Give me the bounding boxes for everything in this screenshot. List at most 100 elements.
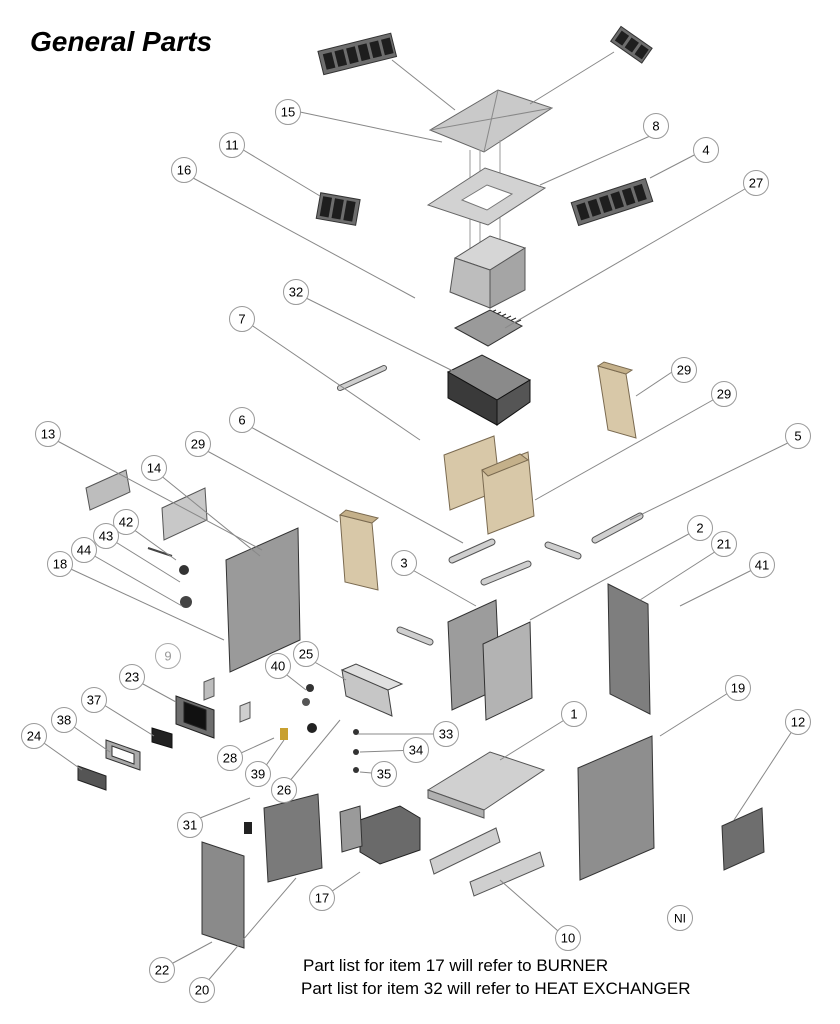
leader-line-15 — [401, 563, 477, 607]
callout-5: 5 — [785, 423, 811, 449]
callout-label: 42 — [119, 515, 133, 530]
leader-line-11 — [635, 371, 673, 397]
leader-line-10 — [243, 319, 421, 441]
small-part-9 — [203, 677, 215, 701]
callout-16: 16 — [171, 157, 197, 183]
callout-label: 40 — [271, 659, 285, 674]
callout-19: 19 — [725, 675, 751, 701]
leader-line-19 — [47, 435, 263, 551]
callout-label: 33 — [439, 727, 453, 742]
leader-line-25 — [83, 549, 183, 607]
callout-8: 8 — [643, 113, 669, 139]
top-grille-left — [317, 32, 398, 76]
leader-line-39 — [659, 687, 737, 737]
callout-29: 29 — [711, 381, 737, 407]
callout-29: 29 — [185, 431, 211, 457]
callout-label: 44 — [77, 543, 91, 558]
callout-20: 20 — [189, 977, 215, 1003]
callout-label: 34 — [409, 743, 423, 758]
callout-label: 35 — [377, 767, 391, 782]
callout-label: 23 — [125, 670, 139, 685]
screw-40 — [306, 684, 314, 692]
callout-label: 1 — [570, 707, 577, 722]
side-grille-left — [315, 192, 361, 226]
callout-33: 33 — [433, 721, 459, 747]
callout-4: 4 — [693, 137, 719, 163]
leader-line-14 — [237, 419, 464, 544]
callout-label: 18 — [53, 557, 67, 572]
callout-29: 29 — [671, 357, 697, 383]
leader-line-45 — [199, 877, 297, 991]
leader-line-22 — [59, 563, 225, 641]
screw-34 — [353, 749, 359, 755]
callout-26: 26 — [271, 777, 297, 803]
callout-10: 10 — [555, 925, 581, 951]
callout-label: 14 — [147, 461, 161, 476]
callout-label: 43 — [99, 529, 113, 544]
leader-line-6 — [239, 147, 321, 197]
callout-label: 10 — [561, 931, 575, 946]
callout-40: 40 — [265, 653, 291, 679]
note-heat-exchanger: Part list for item 32 will refer to HEAT… — [301, 979, 691, 998]
insulation-panel-right — [597, 365, 637, 439]
leader-line-38 — [499, 713, 575, 761]
callout-27: 27 — [743, 170, 769, 196]
callout-label: 16 — [177, 163, 191, 178]
page-title: General Parts — [30, 26, 213, 57]
switch-37 — [151, 727, 173, 749]
leader-line-27 — [95, 699, 155, 737]
callout-label: 37 — [87, 693, 101, 708]
leader-line-34 — [283, 719, 341, 789]
callouts-layer: 1234567891011121314151617181920212223242… — [21, 99, 811, 1003]
callout-label: 19 — [731, 681, 745, 696]
insulation-panel-left — [339, 514, 379, 591]
leader-line-43 — [499, 879, 567, 939]
callout-43: 43 — [93, 523, 119, 549]
leader-line-13 — [629, 437, 799, 521]
callout-NI: NI — [667, 905, 693, 931]
callout-label: 32 — [289, 285, 303, 300]
callout-31: 31 — [177, 812, 203, 838]
leader-lines-layer — [33, 51, 799, 991]
callout-label: 21 — [717, 537, 731, 552]
callout-label: 20 — [195, 983, 209, 998]
callout-label: 4 — [702, 143, 709, 158]
callout-28: 28 — [217, 745, 243, 771]
callout-22: 22 — [149, 957, 175, 983]
leader-line-7 — [181, 171, 416, 299]
leader-line-16 — [529, 529, 697, 621]
callout-label: 15 — [281, 105, 295, 120]
leader-line-17 — [639, 545, 725, 601]
callout-label: 2 — [696, 521, 703, 536]
callout-21: 21 — [711, 531, 737, 557]
callout-label: 29 — [717, 387, 731, 402]
bracket — [85, 469, 131, 511]
bracket-31 — [244, 822, 252, 834]
callout-7: 7 — [229, 306, 255, 332]
callout-35: 35 — [371, 761, 397, 787]
callout-41: 41 — [749, 552, 775, 578]
callout-23: 23 — [119, 664, 145, 690]
callout-34: 34 — [403, 737, 429, 763]
callout-label: 11 — [225, 138, 239, 153]
callout-14: 14 — [141, 455, 167, 481]
callout-6: 6 — [229, 407, 255, 433]
leader-line-3 — [529, 51, 615, 105]
callout-44: 44 — [71, 537, 97, 563]
callout-label: 8 — [652, 119, 659, 134]
callout-1: 1 — [561, 701, 587, 727]
leader-line-20 — [153, 469, 261, 557]
callout-42: 42 — [113, 509, 139, 535]
callout-17: 17 — [309, 885, 335, 911]
callout-24: 24 — [21, 723, 47, 749]
leader-line-8 — [504, 185, 751, 329]
callout-label: 7 — [238, 312, 245, 327]
side-grille-right — [570, 177, 654, 227]
callout-label: 26 — [277, 783, 291, 798]
callout-32: 32 — [283, 279, 309, 305]
screw-35 — [353, 767, 359, 773]
leader-line-24 — [105, 535, 181, 583]
callout-38: 38 — [51, 707, 77, 733]
callout-label: NI — [674, 912, 686, 926]
